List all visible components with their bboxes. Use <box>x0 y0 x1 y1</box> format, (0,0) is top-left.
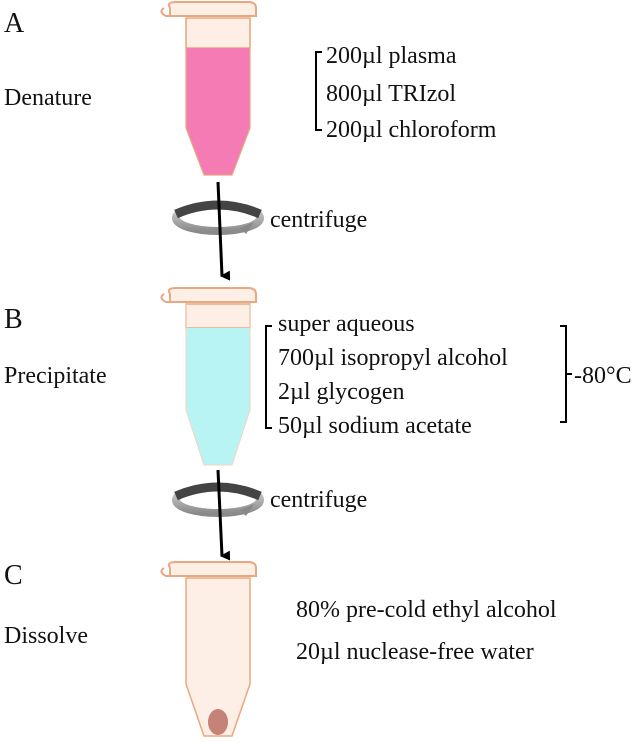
reagent-item: 700µl isopropyl alcohol <box>278 345 508 371</box>
temperature-label: -80°C <box>574 363 632 389</box>
bracket-b-left <box>265 325 272 429</box>
stage-letter-a: A <box>4 8 25 39</box>
pellet-icon <box>208 709 228 735</box>
reagent-item: 200µl chloroform <box>326 117 497 143</box>
stage-letter-c: C <box>4 560 23 591</box>
tube-c-icon <box>160 561 257 737</box>
reagent-item: 80% pre-cold ethyl alcohol <box>296 597 557 623</box>
step-label-centrifuge: centrifuge <box>270 207 368 233</box>
bracket-b-right <box>560 325 567 423</box>
reagent-item: super aqueous <box>278 311 415 337</box>
step-label-centrifuge: centrifuge <box>270 487 368 513</box>
reagent-item: 200µl plasma <box>326 43 457 69</box>
stage-name-dissolve: Dissolve <box>4 623 88 649</box>
stage-name-precipitate: Precipitate <box>4 363 107 389</box>
stage-name-denature: Denature <box>4 85 92 111</box>
bracket-a <box>315 51 322 131</box>
reagent-item: 800µl TRIzol <box>326 81 457 107</box>
arrow-down-icon <box>216 469 231 561</box>
tube-b-icon <box>160 287 257 466</box>
tube-a-icon <box>160 0 257 176</box>
reagent-item: 50µl sodium acetate <box>278 413 472 439</box>
arrow-down-icon <box>216 181 231 281</box>
reagent-item: 2µl glycogen <box>278 379 405 405</box>
stage-letter-b: B <box>4 304 23 335</box>
reagent-item: 20µl nuclease-free water <box>296 639 534 665</box>
